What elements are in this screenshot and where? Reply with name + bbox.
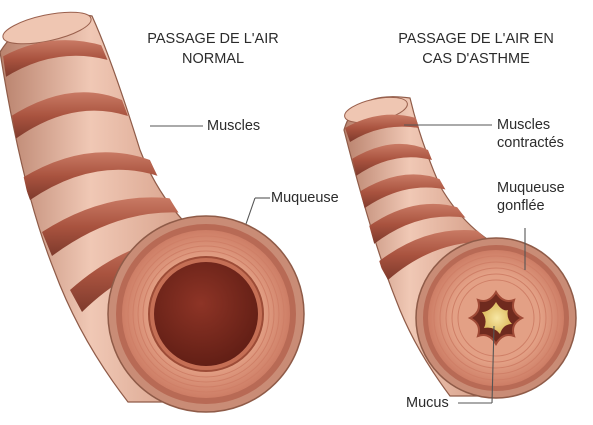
muscles-contractes-line2: contractés: [497, 134, 564, 152]
muscles-label-normal: Muscles: [207, 117, 260, 135]
asthma-cross-section: [416, 238, 576, 398]
leader-muqueuse-normal: [246, 198, 255, 224]
asthma-title-line1: PASSAGE DE L'AIR EN: [378, 29, 574, 49]
muscles-contractes-label: Muscles contractés: [497, 116, 564, 152]
muqueuse-gonflee-line2: gonflée: [497, 197, 565, 215]
asthma-title-line2: CAS D'ASTHME: [378, 49, 574, 69]
muqueuse-gonflee-line1: Muqueuse: [497, 179, 565, 197]
normal-title: PASSAGE DE L'AIR NORMAL: [128, 29, 298, 69]
muqueuse-gonflee-label: Muqueuse gonflée: [497, 179, 565, 215]
normal-cross-section: [108, 216, 304, 412]
asthma-title: PASSAGE DE L'AIR EN CAS D'ASTHME: [378, 29, 574, 69]
mucus-label: Mucus: [406, 394, 449, 412]
normal-title-line1: PASSAGE DE L'AIR: [128, 29, 298, 49]
muqueuse-label-normal: Muqueuse: [271, 189, 339, 207]
muscles-contractes-line1: Muscles: [497, 116, 564, 134]
normal-title-line2: NORMAL: [128, 49, 298, 69]
normal-lumen: [154, 262, 258, 366]
